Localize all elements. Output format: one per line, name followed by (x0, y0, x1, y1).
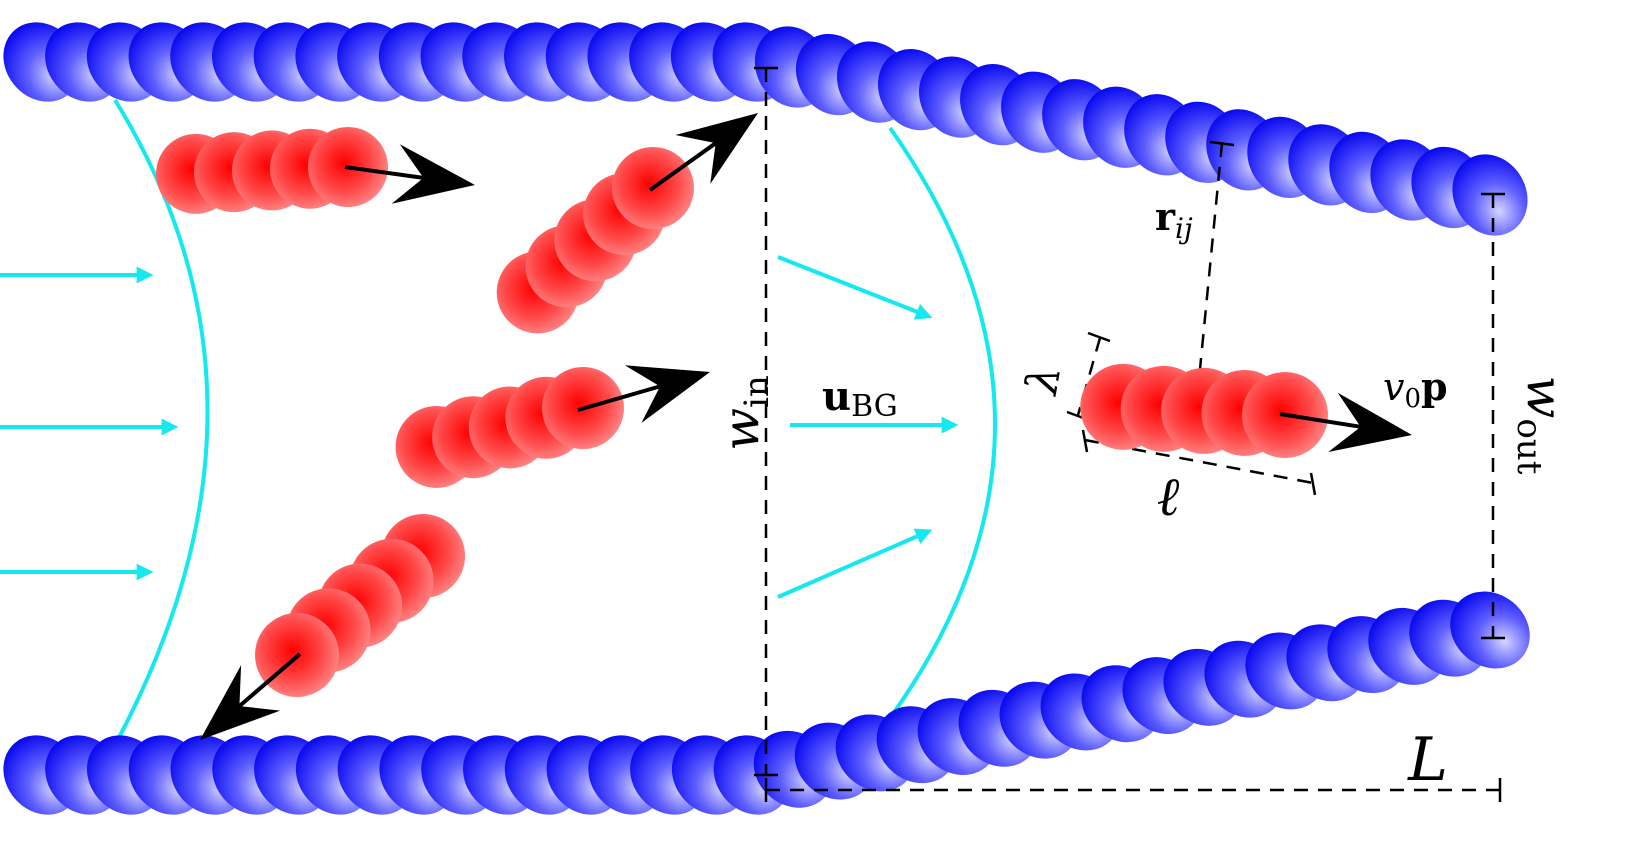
flow-arrow (777, 255, 933, 320)
label-ell: ℓ (1157, 465, 1180, 528)
ell-tick-right (1309, 472, 1317, 496)
label-u-bg: uBG (822, 373, 898, 424)
wall-bead (1450, 591, 1530, 669)
label-w-in: win (712, 375, 777, 451)
rod (156, 127, 388, 214)
svg-text:wout: wout (1509, 376, 1574, 475)
label-lambda: λ (1016, 361, 1071, 399)
flow-profile-mid (888, 126, 997, 720)
arrow-rod-2-shaft (648, 141, 717, 192)
channel-wall-top (3, 22, 1528, 236)
rod-swimmers (156, 127, 1328, 697)
channel-wall-bottom (3, 591, 1530, 815)
lambda-tick-top (1087, 331, 1111, 343)
r-ij-tick-top (1209, 140, 1235, 147)
r-ij-line (1195, 142, 1224, 401)
label-r-ij: rij (1155, 194, 1193, 245)
label-w-out: wout (1509, 376, 1574, 475)
label-L: L (1407, 725, 1448, 795)
ell-line (1084, 438, 1314, 485)
ell-tick-left (1081, 429, 1089, 453)
arrow-rod-4-head (200, 665, 281, 740)
arrow-rod-3-shaft (577, 384, 661, 412)
arrow-rod-5-head (1328, 392, 1412, 453)
arrow-rod-2-head (675, 113, 758, 184)
svg-text:win: win (712, 375, 777, 451)
arrow-rod-1-shaft (344, 165, 424, 180)
orientation-arrows (200, 113, 1412, 740)
rod (255, 514, 466, 697)
flow-arrow (777, 528, 933, 599)
rod (1080, 363, 1328, 458)
rod (395, 367, 624, 488)
arrow-rod-4-shaft (238, 652, 302, 708)
arrow-rod-5-shaft (1279, 412, 1361, 429)
arrow-rod-1-head (391, 144, 475, 204)
label-v0p: v0p (1383, 364, 1448, 414)
arrow-rod-3-head (624, 365, 710, 423)
rod (496, 147, 694, 334)
lambda-line (1076, 337, 1102, 416)
